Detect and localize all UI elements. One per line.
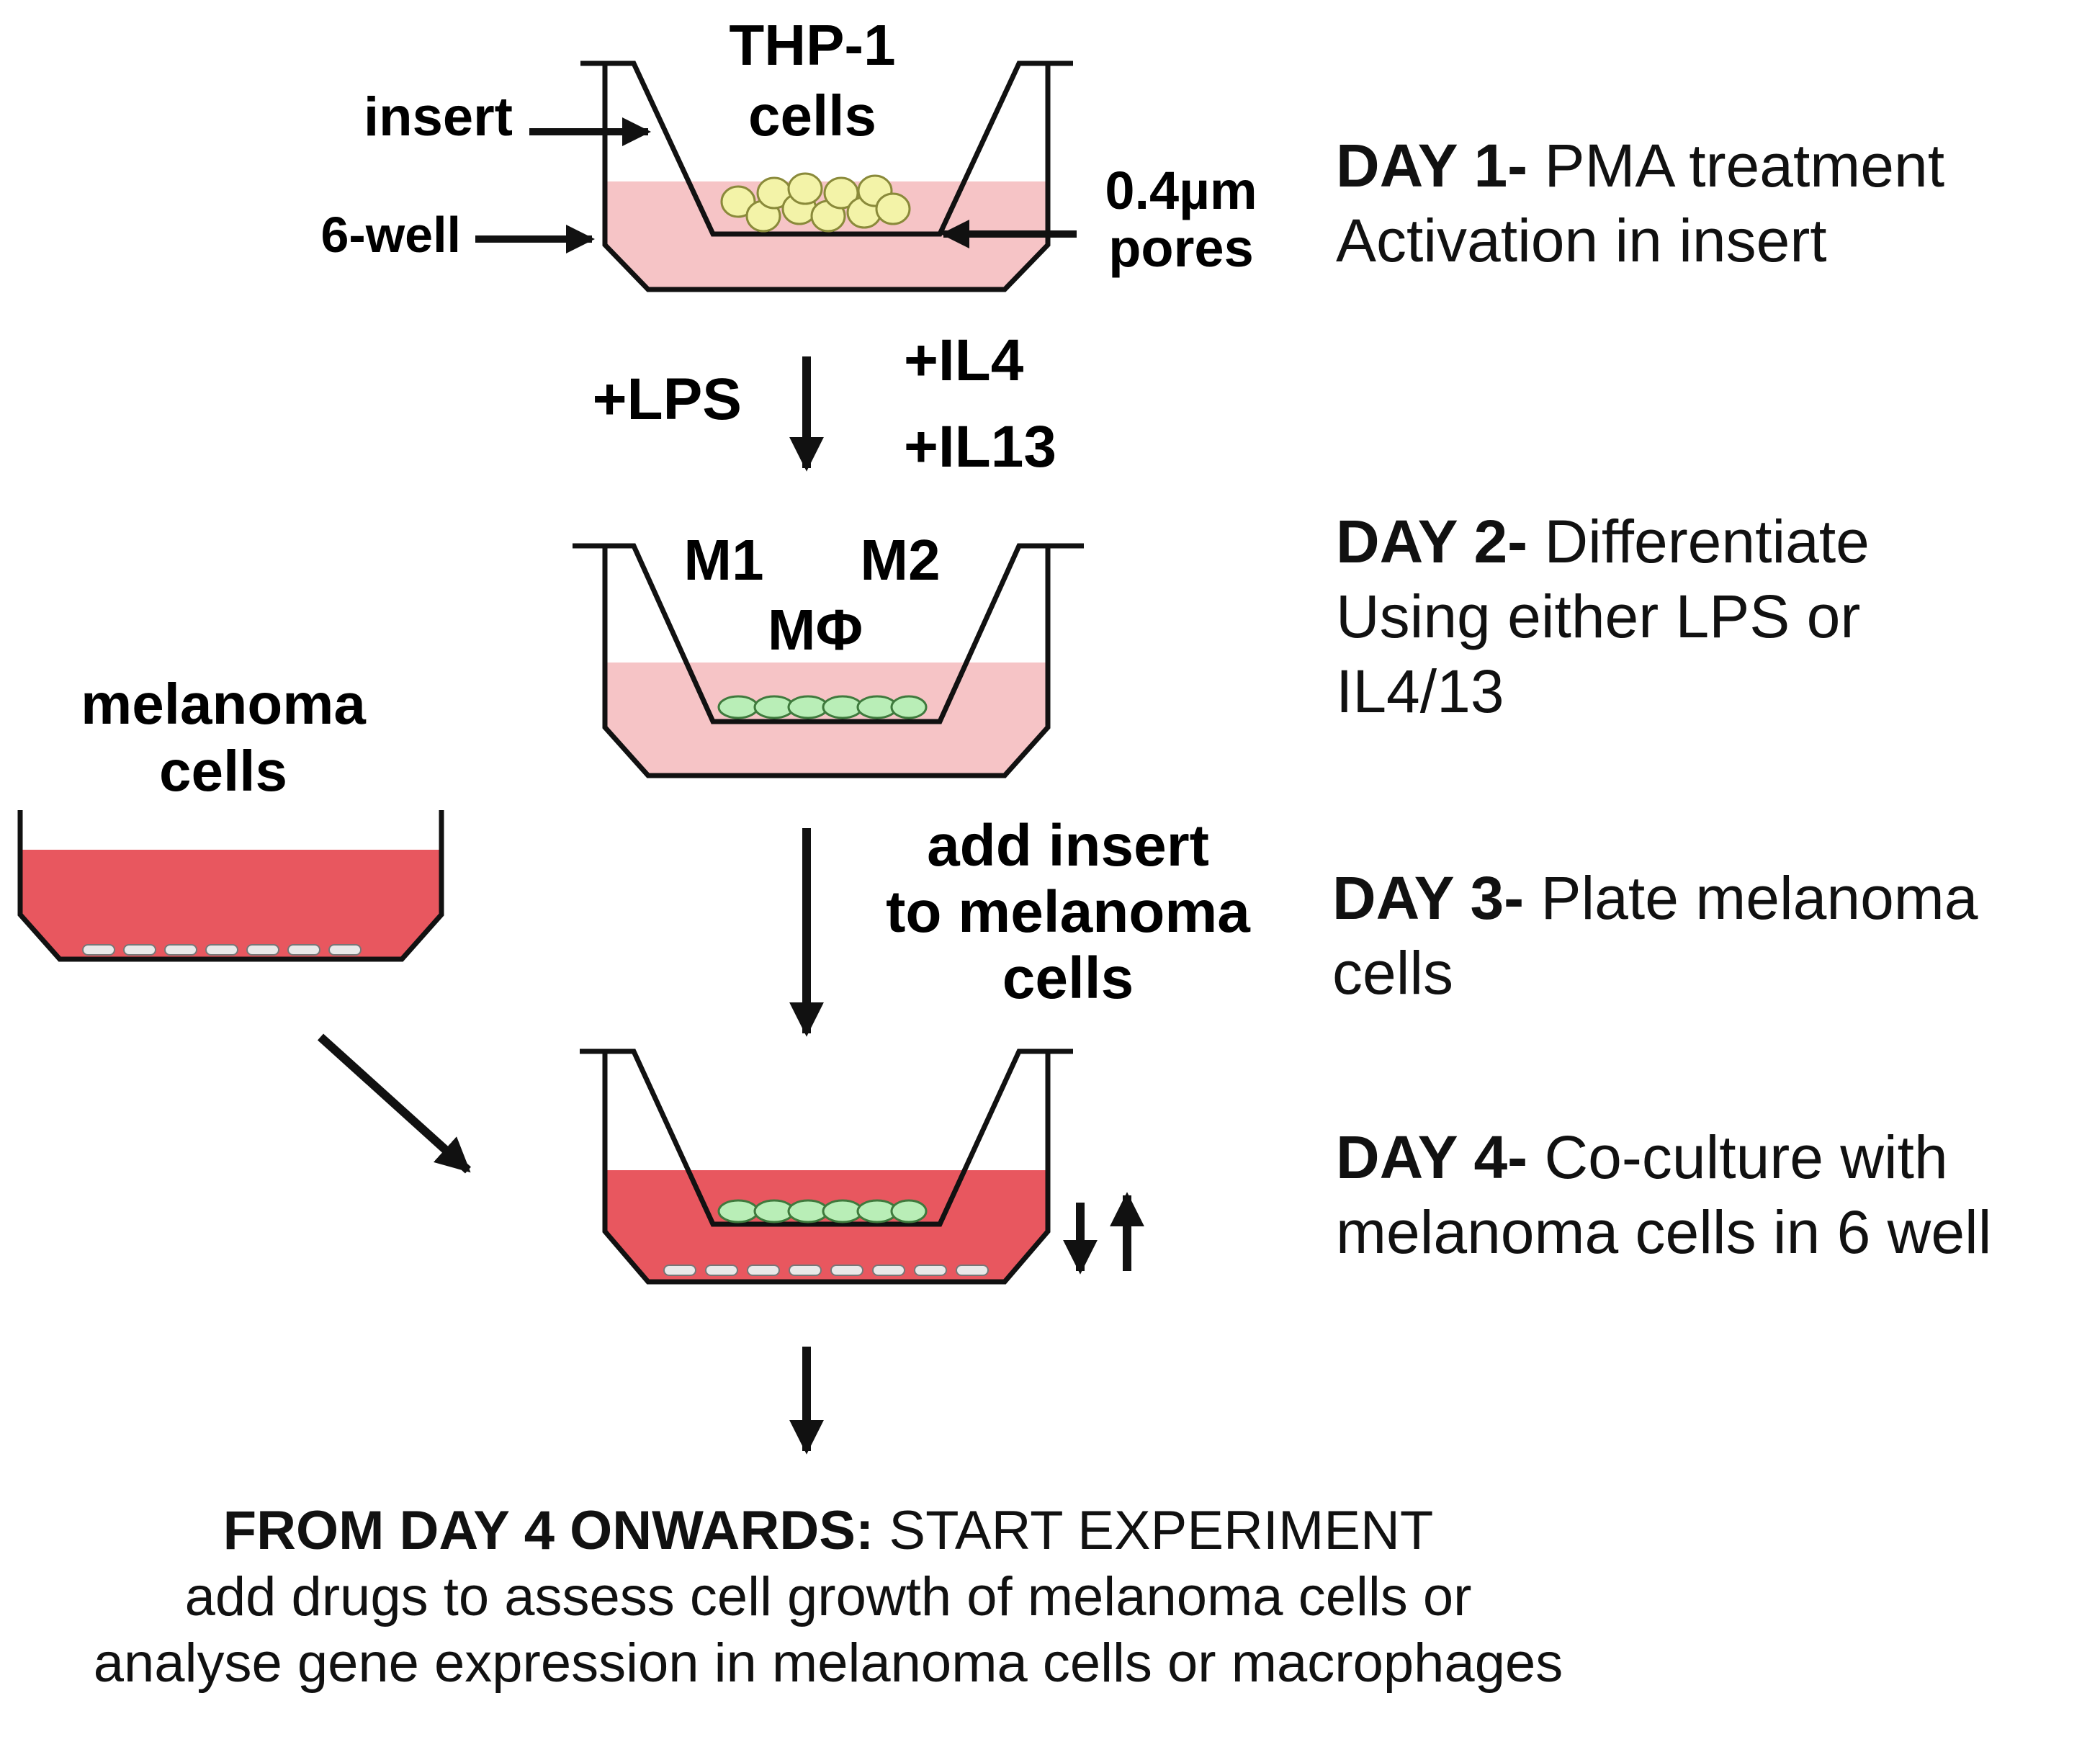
melanoma-cell: [830, 1265, 863, 1276]
well4-outer: [602, 1053, 1051, 1285]
melanoma-medium: [20, 850, 441, 959]
insert-label: insert: [364, 86, 513, 148]
well-day1: [580, 60, 1073, 292]
coculture-macrophages: [717, 1199, 928, 1223]
day3-head: DAY 3-: [1332, 864, 1525, 932]
day2-line2: Using either LPS or: [1336, 583, 1861, 650]
melanoma-label-line2: cells: [159, 739, 287, 803]
thp1-cells: [720, 172, 911, 233]
m1-label: M1: [683, 528, 763, 592]
il13-label: +IL13: [904, 414, 1056, 480]
footer-head-rest: START EXPERIMENT: [874, 1500, 1434, 1561]
macrophage-cell: [787, 695, 829, 719]
day4-head: DAY 4-: [1336, 1123, 1528, 1191]
melanoma-cell: [789, 1265, 822, 1276]
m2-label: M2: [860, 528, 940, 592]
day1-line2: Activation in insert: [1336, 207, 1827, 274]
well-day2: [573, 543, 1084, 778]
pores-label-line1: 0.4µm: [1105, 161, 1257, 220]
footer-head: FROM DAY 4 ONWARDS:: [223, 1500, 874, 1561]
macrophage-cell: [822, 1199, 863, 1223]
add-insert-line2: to melanoma: [886, 879, 1251, 945]
thp1-cell: [875, 192, 911, 225]
day2-line3: IL4/13: [1336, 657, 1504, 725]
melanoma-cell: [246, 944, 279, 956]
add-insert-line3: cells: [1002, 946, 1134, 1011]
thp1-label-line2: cells: [748, 84, 876, 148]
melanoma-cell: [872, 1265, 905, 1276]
day3-line1: Plate melanoma: [1524, 864, 1978, 932]
melanoma-cell: [287, 944, 320, 956]
well2-outer: [602, 547, 1051, 778]
add-insert-line1: add insert: [927, 813, 1209, 879]
melanoma-cell: [82, 944, 115, 956]
macrophage-cell: [717, 1199, 759, 1223]
experiment-footer: FROM DAY 4 ONWARDS: START EXPERIMENT add…: [0, 1498, 1656, 1697]
day2-head: DAY 2-: [1336, 508, 1528, 575]
day3-line2: cells: [1332, 939, 1454, 1007]
well1-outer: [602, 65, 1051, 292]
pores-label-line2: pores: [1108, 218, 1254, 278]
footer-line3: analyse gene expression in melanoma cell…: [93, 1633, 1563, 1694]
well1-insert: [580, 60, 1073, 237]
melanoma-cell: [328, 944, 362, 956]
well-day4: [580, 1048, 1073, 1285]
macrophage-cell: [787, 1199, 829, 1223]
melanoma-cell: [914, 1265, 947, 1276]
day2-line1: Differentiate: [1527, 508, 1870, 575]
step-day3: DAY 3- Plate melanoma cells: [1332, 861, 1978, 1010]
macrophage-cell: [890, 695, 928, 719]
footer-line2: add drugs to assess cell growth of melan…: [184, 1566, 1472, 1627]
step-day2: DAY 2- Differentiate Using either LPS or…: [1336, 504, 1870, 729]
step-day4: DAY 4- Co-culture with melanoma cells in…: [1336, 1120, 1991, 1270]
melanoma-label-line1: melanoma: [81, 672, 366, 736]
thp1-label-line1: THP-1: [729, 13, 895, 77]
il4-label: +IL4: [904, 328, 1024, 393]
day4-line1: Co-culture with: [1527, 1123, 1948, 1191]
macrophage-cell: [717, 695, 759, 719]
well4-insert: [580, 1048, 1073, 1227]
thp1-cell: [787, 172, 823, 205]
melanoma-cell: [663, 1265, 696, 1276]
melanoma-cells-row: [82, 944, 362, 956]
macrophage-cell: [822, 695, 863, 719]
step-day1: DAY 1- PMA treatment Activation in inser…: [1336, 128, 1944, 278]
day4-line2: melanoma cells in 6 well: [1336, 1198, 1992, 1266]
melanoma-cell: [705, 1265, 738, 1276]
day1-line1: PMA treatment: [1527, 132, 1945, 199]
lps-label: +LPS: [593, 367, 742, 432]
macrophage-cells: [717, 695, 928, 719]
six-well-label: 6-well: [320, 207, 461, 263]
coculture-melanoma-cells: [663, 1265, 989, 1276]
melanoma-cell: [747, 1265, 780, 1276]
arrow-melanoma-to-coculture: [317, 1033, 472, 1174]
well2-insert: [573, 543, 1084, 724]
melanoma-cell: [164, 944, 197, 956]
melanoma-cell: [123, 944, 156, 956]
thp1-cell: [720, 185, 756, 218]
macrophage-cell: [890, 1199, 928, 1223]
melanoma-well-outline: [17, 810, 444, 962]
melanoma-well: [17, 810, 444, 962]
melanoma-cell: [205, 944, 238, 956]
day1-head: DAY 1-: [1336, 132, 1528, 199]
melanoma-cell: [956, 1265, 989, 1276]
mphi-label: MΦ: [768, 598, 863, 662]
